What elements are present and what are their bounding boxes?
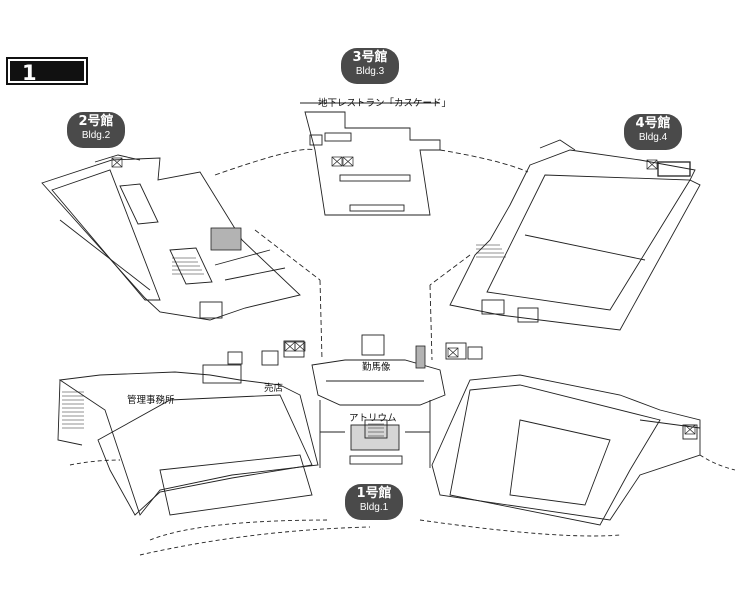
building-3-label[interactable]: 3号館 Bldg.3: [341, 48, 399, 84]
plaza-outline: [214, 148, 529, 361]
atrium-label: アトリウム: [349, 413, 397, 424]
statue-label: 勤馬像: [362, 362, 391, 373]
campus-outer-edge: [69, 454, 736, 556]
shaded-pillar-center: [415, 345, 426, 369]
shop-label: 売店: [264, 383, 284, 394]
building-4-en: Bldg.4: [638, 132, 668, 143]
building-3-en: Bldg.3: [355, 66, 385, 77]
admin-office-label: 管理事務所: [127, 395, 175, 406]
floor-indicator: 1 F: [6, 57, 88, 113]
building-2-label[interactable]: 2号館 Bldg.2: [67, 112, 125, 148]
building-2-outline: [41, 154, 301, 321]
restaurant-label: 地下レストラン「カスケード」: [318, 98, 452, 109]
building-4-jp: 4号館: [635, 116, 671, 131]
building-3-outline: [300, 102, 441, 216]
building-1-label[interactable]: 1号館 Bldg.1: [345, 484, 403, 520]
building-2-en: Bldg.2: [81, 130, 111, 141]
shaded-room-bldg2: [210, 227, 242, 251]
stairs: [62, 244, 506, 437]
building-4-label[interactable]: 4号館 Bldg.4: [624, 114, 682, 150]
building-1-en: Bldg.1: [359, 502, 389, 513]
building-3-jp: 3号館: [352, 50, 388, 65]
building-4-outline: [449, 139, 701, 331]
building-2-jp: 2号館: [78, 114, 114, 129]
building-1-jp: 1号館: [356, 486, 392, 501]
building-1-outline: [57, 340, 701, 526]
atrium-area: [311, 334, 446, 468]
restroom-marks: [111, 156, 696, 435]
